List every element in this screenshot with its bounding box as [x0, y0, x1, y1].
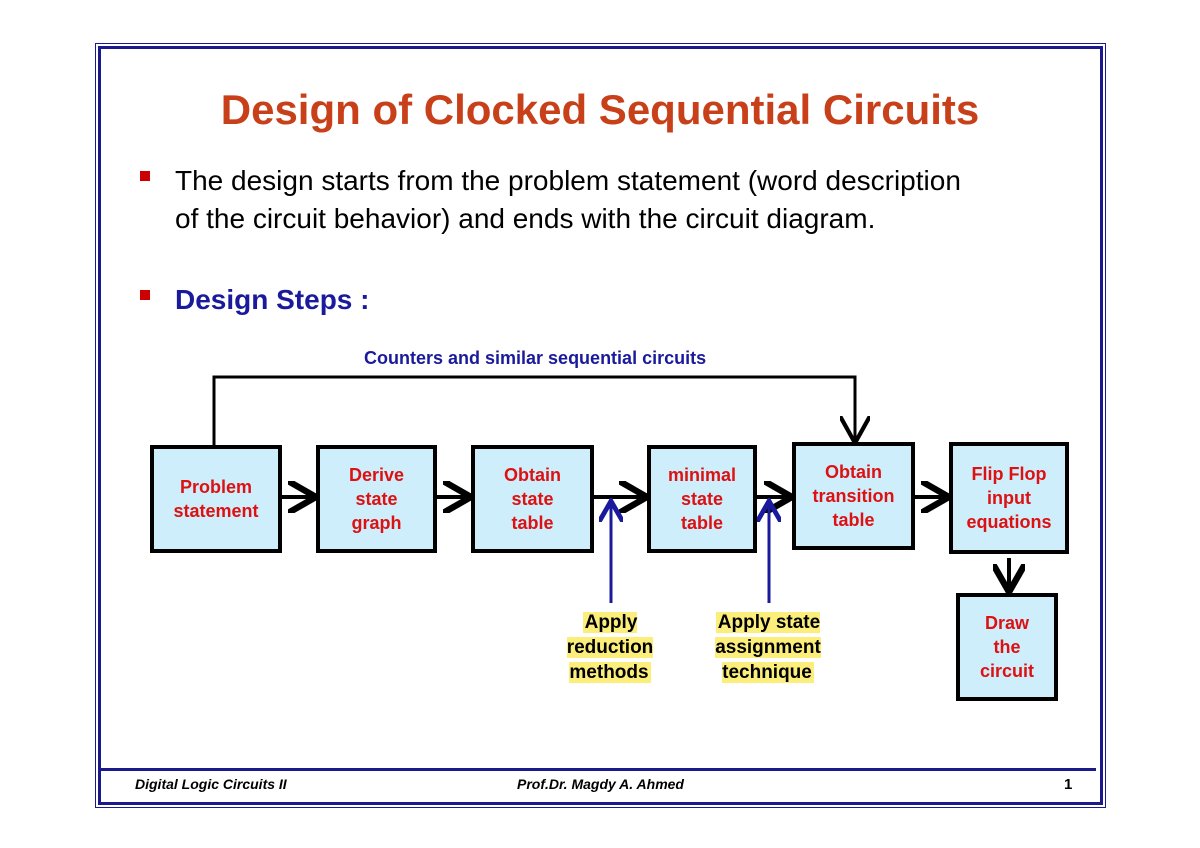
footer-rule	[100, 768, 1096, 771]
bullet-text-line-1: The design starts from the problem state…	[175, 165, 961, 196]
step-obtain-transition-table: Obtain transition table	[792, 442, 915, 550]
note-apply-state-assignment: Apply state assignment technique	[715, 612, 821, 683]
feedback-path-label: Counters and similar sequential circuits	[364, 348, 707, 368]
step-flip-flop-input-equations: Flip Flop input equations	[949, 442, 1069, 554]
bullet-text-line-2: of the circuit behavior) and ends with t…	[175, 203, 876, 234]
slide-frame	[95, 43, 1106, 808]
step-problem-statement: Problem statement	[150, 445, 282, 553]
step-minimal-state-table: minimal state table	[647, 445, 757, 553]
bullet-marker	[140, 290, 150, 300]
step-obtain-state-table: Obtain state table	[471, 445, 594, 553]
feedback-arrow	[212, 375, 855, 445]
step-draw-the-circuit: Draw the circuit	[956, 593, 1058, 701]
footer-course-title: Digital Logic Circuits II	[135, 776, 287, 792]
footer-page-number: 1	[1064, 776, 1073, 793]
bullet-marker	[140, 171, 150, 181]
slide-title: Design of Clocked Sequential Circuits	[220, 86, 980, 133]
note-apply-reduction-methods: Apply reduction methods	[566, 612, 654, 683]
design-steps-heading: Design Steps :	[175, 284, 370, 315]
footer-author: Prof.Dr. Magdy A. Ahmed	[517, 776, 684, 792]
step-derive-state-graph: Derive state graph	[316, 445, 437, 553]
